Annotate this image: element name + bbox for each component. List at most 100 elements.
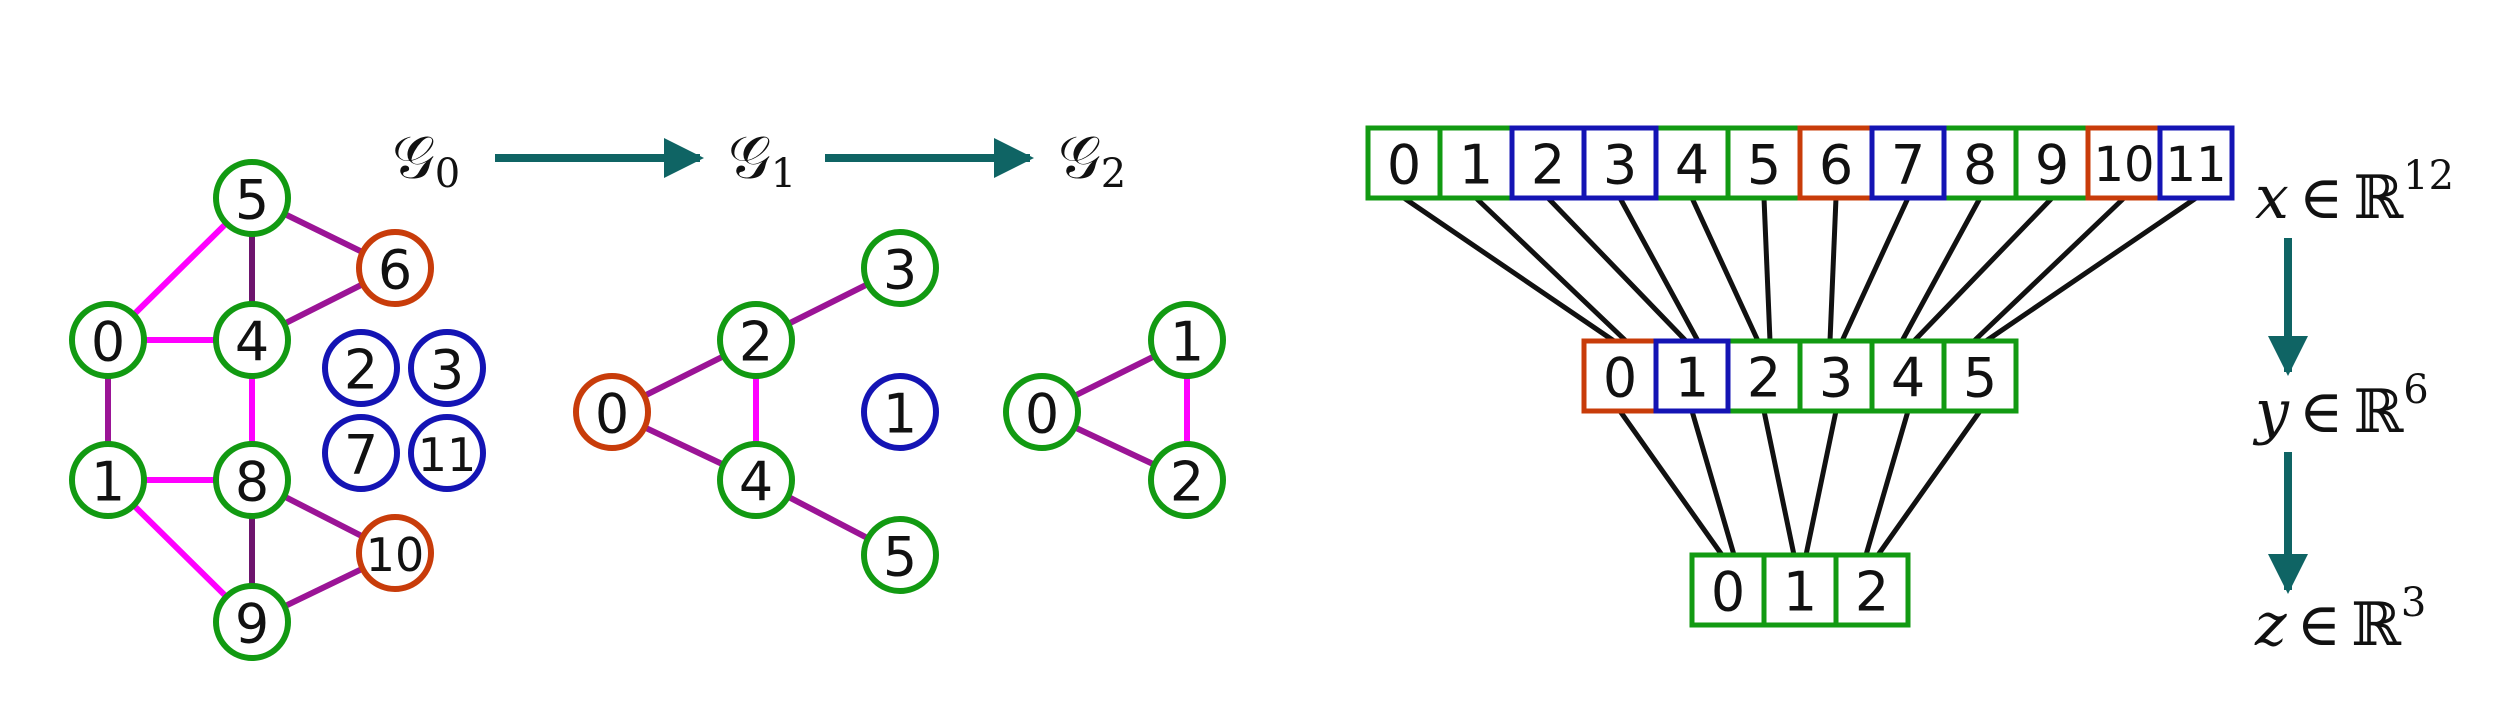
cell-label: 6 <box>1819 134 1853 197</box>
cell-box <box>1797 125 1875 201</box>
graph-1-node-3: 3 <box>861 229 939 307</box>
pooling-link-1-4-2 <box>1863 410 1911 556</box>
graph-1-node-0: 0 <box>573 373 651 451</box>
cell-label: 1 <box>1459 134 1493 197</box>
node-circle <box>356 514 434 592</box>
cell-label: 0 <box>1387 134 1421 197</box>
cell-label: 1 <box>1675 347 1709 410</box>
graph-label-letter: 𝒢 <box>392 123 435 193</box>
node-label: 0 <box>91 311 125 374</box>
graph-0-node-5: 5 <box>213 159 291 237</box>
node-circle <box>213 583 291 661</box>
cell-box <box>1833 552 1911 628</box>
cell-label: 2 <box>1855 561 1889 624</box>
vector-z-cell-0: 0 <box>1689 552 1767 628</box>
vector-z-cell-2: 2 <box>1833 552 1911 628</box>
pooling-link-0-3-1 <box>1617 196 1701 343</box>
pooling-link-1-3-1 <box>1803 410 1839 556</box>
pooling-link-1-5-2 <box>1875 409 1983 557</box>
dimension: 6 <box>2403 367 2428 413</box>
pooling-link-0-0-0 <box>1402 195 1616 344</box>
pooling-link-0-8-4 <box>1899 196 1983 343</box>
node-label: 5 <box>883 526 917 589</box>
graph-2-node-1: 1 <box>1148 301 1226 379</box>
vector-name: z <box>2254 590 2287 660</box>
graph-label-letter: 𝒢 <box>728 123 771 193</box>
pooling-link-0-2-1 <box>1546 196 1688 343</box>
cell-box <box>1941 338 2019 414</box>
cell-label: 5 <box>1747 134 1781 197</box>
graph-0-node-2: 2 <box>322 329 400 407</box>
graph-2-node-0: 0 <box>1003 373 1081 451</box>
dimension: 3 <box>2401 580 2426 626</box>
vector-x-cell-6: 6 <box>1797 125 1875 201</box>
cell-box <box>1869 338 1947 414</box>
node-circle <box>1148 441 1226 519</box>
pooling-link-0-9-4 <box>1912 196 2054 343</box>
cell-label: 3 <box>1603 134 1637 197</box>
graph-0-node-1: 1 <box>69 441 147 519</box>
node-circle <box>408 329 486 407</box>
vector-z-space-label: z∈ℝ3 <box>2254 580 2426 660</box>
cell-box <box>1437 125 1515 201</box>
node-label: 11 <box>418 428 477 482</box>
graph-0-node-3: 3 <box>408 329 486 407</box>
cell-label: 3 <box>1819 347 1853 410</box>
node-circle <box>861 516 939 594</box>
node-label: 7 <box>344 424 378 487</box>
node-circle <box>322 329 400 407</box>
cell-label: 7 <box>1891 134 1925 197</box>
pooling-link-0-6-3 <box>1827 197 1839 342</box>
element-of-symbol: ∈ <box>2299 377 2343 447</box>
node-label: 1 <box>91 451 125 514</box>
vector-x-space-label: x∈ℝ12 <box>2255 153 2454 233</box>
cell-label: 4 <box>1891 347 1925 410</box>
node-label: 4 <box>235 311 269 374</box>
graph-label-letter: 𝒢 <box>1058 123 1101 193</box>
cell-label: 11 <box>2165 137 2226 193</box>
cell-label: 5 <box>1963 347 1997 410</box>
node-circle <box>1003 373 1081 451</box>
graph-0-node-11: 11 <box>408 414 486 492</box>
node-label: 0 <box>595 383 629 446</box>
node-circle <box>213 301 291 379</box>
cell-box <box>1581 338 1659 414</box>
graph-1-node-1: 1 <box>861 373 939 451</box>
vector-pooling-links <box>1402 195 2198 557</box>
node-circle <box>573 373 651 451</box>
node-label: 9 <box>235 593 269 656</box>
node-circle <box>861 373 939 451</box>
node-circle <box>69 441 147 519</box>
vector-x-cell-11: 11 <box>2157 125 2235 201</box>
dimension: 12 <box>2403 153 2454 199</box>
node-label: 8 <box>235 451 269 514</box>
vector-x-cell-9: 9 <box>2013 125 2091 201</box>
node-circle <box>861 229 939 307</box>
node-circle <box>213 441 291 519</box>
node-circle <box>69 301 147 379</box>
vector-y-cell-0: 0 <box>1581 338 1659 414</box>
pooling-link-0-4-2 <box>1689 196 1761 343</box>
node-label: 1 <box>1170 311 1204 374</box>
vector-y-cell-4: 4 <box>1869 338 1947 414</box>
vector-x-cell-3: 3 <box>1581 125 1659 201</box>
graph-0-node-6: 6 <box>356 229 434 307</box>
vector-x-cell-0: 0 <box>1365 125 1443 201</box>
vector-name: x <box>2255 163 2289 233</box>
node-label: 1 <box>883 383 917 446</box>
node-circle <box>322 414 400 492</box>
graph-1-node-5: 5 <box>861 516 939 594</box>
node-label: 4 <box>739 451 773 514</box>
cell-label: 10 <box>2093 137 2154 193</box>
cell-label: 9 <box>2035 134 2069 197</box>
pooling-link-1-2-1 <box>1761 410 1797 556</box>
cell-label: 0 <box>1603 347 1637 410</box>
pooling-link-0-1-0 <box>1474 196 1628 343</box>
node-circle <box>356 229 434 307</box>
pooling-link-1-1-0 <box>1689 410 1737 556</box>
